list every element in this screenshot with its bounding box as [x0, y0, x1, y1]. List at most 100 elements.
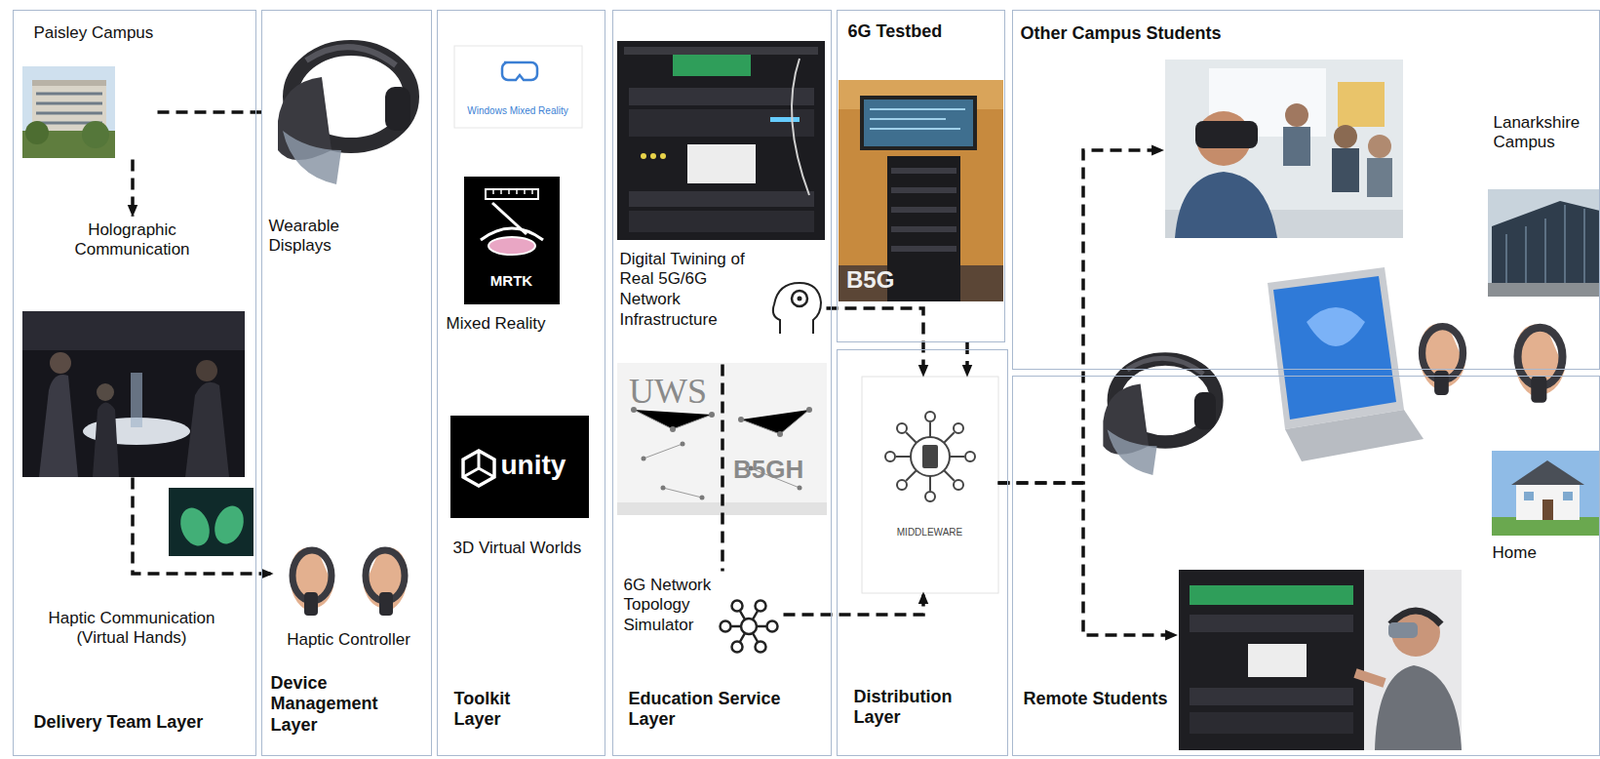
digital-twin-icon [791, 290, 808, 307]
campus-photo [32, 79, 107, 86]
home-photo [1511, 460, 1585, 485]
haptic-controller-image [1515, 324, 1565, 403]
campus-photo [22, 66, 116, 158]
digital-twin-icon [797, 296, 803, 302]
classroom-photo [1285, 103, 1309, 127]
rack-technician-photo [1178, 569, 1462, 750]
rack-technician-photo [1178, 569, 1365, 750]
server-rack-photo [628, 87, 815, 106]
home-photo [1491, 450, 1600, 536]
text-slot: Toolkit Layer [454, 688, 543, 732]
server-rack-photo [687, 144, 756, 184]
haptic-item: Haptic Communication (Virtual Hands) [35, 485, 254, 658]
node-text: 6G Network Topology Simulator [624, 575, 722, 636]
node-text: Lanarkshire Campus [1493, 113, 1597, 154]
label-slot: B5GH [733, 454, 821, 486]
text-slot: MIDDLEWARE [866, 526, 994, 539]
testbed-photo [869, 109, 966, 129]
topology-icon [732, 600, 743, 612]
node-text: Windows Mixed Reality [454, 105, 583, 118]
network-hub-image [680, 441, 686, 447]
network-hub-image [641, 456, 647, 462]
node-text: unity [501, 448, 587, 482]
middleware-card [910, 436, 950, 476]
middleware-card [885, 451, 896, 462]
logo-item: Windows Mixed Reality [452, 43, 586, 130]
haptic-controller-image [290, 546, 408, 616]
virtual-hands-image [168, 487, 254, 556]
home-photo [1562, 491, 1573, 501]
topology-icon [767, 621, 779, 632]
watermark: B5G [846, 265, 915, 294]
layer-title: Delivery Team Layer [34, 711, 249, 734]
testbed-photo [838, 79, 1004, 302]
rack-technician-photo [1374, 664, 1462, 750]
server-rack-photo [660, 153, 666, 159]
classroom-photo [1367, 134, 1392, 158]
network-hub-image [738, 416, 744, 423]
text-slot: Delivery Team Layer [34, 711, 249, 734]
layer-panel: Digital Twining of Real 5G/6G Network In… [612, 9, 832, 756]
dashed-connector [157, 110, 266, 115]
hologram-photo [195, 359, 218, 382]
node-text: Wearable Displays [269, 216, 367, 257]
node-text: MRTK [464, 272, 560, 290]
unity-logo [450, 415, 589, 518]
node-text: Mixed Reality [446, 313, 562, 335]
text-slot: Remote Students [1023, 688, 1185, 710]
rack-technician-photo [1388, 622, 1418, 638]
text-slot: Device Management Layer [271, 672, 398, 738]
rack-technician-photo [1390, 610, 1442, 625]
layer-title: Education Service Layer [628, 688, 800, 732]
simulator-item: 6G Network Topology Simulator [620, 571, 784, 669]
layer-title: Device Management Layer [271, 672, 398, 738]
digital-twin-icon [773, 282, 821, 334]
hologram-photo [22, 311, 245, 477]
virtual-hands-image [175, 503, 215, 549]
rack-technician-photo [1189, 687, 1354, 705]
campus-item: Lanarkshire Campus [1485, 109, 1600, 299]
windows-mr-logo [502, 62, 538, 80]
text-slot: 3D Virtual Worlds [453, 538, 598, 559]
laptop-image [1267, 267, 1424, 462]
text-slot: MRTK [464, 272, 560, 290]
haptic-controller-image [290, 546, 334, 616]
hologram-photo [130, 372, 143, 428]
middleware-item: MIDDLEWARE [861, 376, 999, 593]
middleware-card [897, 423, 907, 433]
text-slot: Lanarkshire Campus [1493, 113, 1597, 154]
haptic-controller-image [363, 546, 407, 616]
classroom-photo [1337, 81, 1385, 127]
unity-logo [450, 415, 589, 518]
node-text: Haptic Communication (Virtual Hands) [37, 608, 228, 649]
watermark: B5GH [733, 454, 821, 486]
classroom-photo [1195, 120, 1258, 149]
campus-photo [81, 120, 110, 149]
testbed-panel: 6G Testbed [836, 9, 1006, 343]
campus-photo [22, 66, 116, 158]
layer-title: 6G Testbed [848, 21, 995, 43]
home-photo [1516, 482, 1580, 520]
laptop-image [1267, 267, 1405, 430]
network-hub-image [797, 485, 803, 491]
text-slot: Windows Mixed Reality [454, 105, 583, 118]
server-rack-photo [770, 117, 800, 122]
node-text: Home [1492, 543, 1591, 564]
dashed-connector [998, 482, 1178, 635]
dashed-connector [783, 592, 925, 616]
classroom-photo [1165, 59, 1404, 238]
rack-technician-photo [1355, 672, 1385, 683]
headset-item: Wearable Displays [265, 13, 422, 274]
topology-icon [720, 600, 779, 653]
testbed-photo [887, 156, 961, 302]
layer-panel: Wearable DisplaysHaptic ControllerDevice… [261, 9, 432, 756]
text-slot: Distribution Layer [854, 686, 991, 730]
controller-item: Haptic Controller [273, 518, 426, 660]
text-slot: 6G Testbed [848, 21, 995, 43]
digital-twin-icon [773, 282, 821, 334]
campus-item: Paisley Campus [19, 19, 158, 160]
windows-mr-logo [454, 45, 583, 128]
classroom-photo [1331, 148, 1360, 193]
unity-logo [463, 450, 495, 486]
text-slot: Digital Twining of Real 5G/6G Network In… [620, 249, 765, 331]
